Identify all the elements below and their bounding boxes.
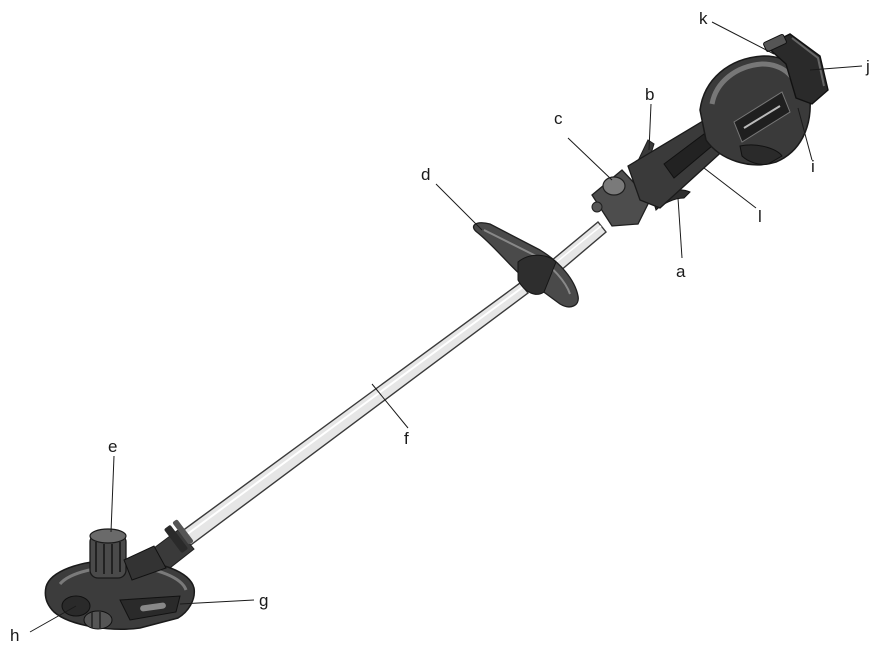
cutting-head bbox=[44, 528, 196, 630]
callout-i: i bbox=[811, 157, 815, 176]
leader-c bbox=[567, 137, 613, 181]
callout-g: g bbox=[259, 591, 268, 610]
callout-j: j bbox=[865, 57, 870, 76]
callout-e: e bbox=[108, 437, 117, 456]
leader-lines bbox=[29, 21, 863, 633]
main-handle bbox=[591, 55, 811, 227]
leader-g bbox=[179, 599, 255, 605]
battery-pack bbox=[763, 33, 829, 105]
callout-labels: a b c d e f g h i j k l bbox=[10, 9, 870, 645]
leader-b bbox=[648, 103, 652, 151]
callout-c: c bbox=[554, 109, 563, 128]
callout-b: b bbox=[645, 85, 654, 104]
callout-f: f bbox=[404, 429, 409, 448]
leader-f bbox=[371, 383, 409, 429]
callout-h: h bbox=[10, 626, 19, 645]
leader-j bbox=[809, 65, 863, 71]
callout-d: d bbox=[421, 165, 430, 184]
leader-a bbox=[677, 197, 683, 259]
leader-d bbox=[435, 183, 483, 231]
leader-k bbox=[711, 21, 775, 55]
callout-k: k bbox=[699, 9, 708, 28]
auxiliary-handle bbox=[473, 222, 579, 308]
callout-l: l bbox=[758, 207, 762, 226]
leader-h bbox=[29, 605, 77, 633]
leader-l bbox=[703, 167, 757, 209]
leader-e bbox=[110, 455, 115, 533]
callout-a: a bbox=[676, 262, 686, 281]
leader-i bbox=[797, 107, 813, 161]
